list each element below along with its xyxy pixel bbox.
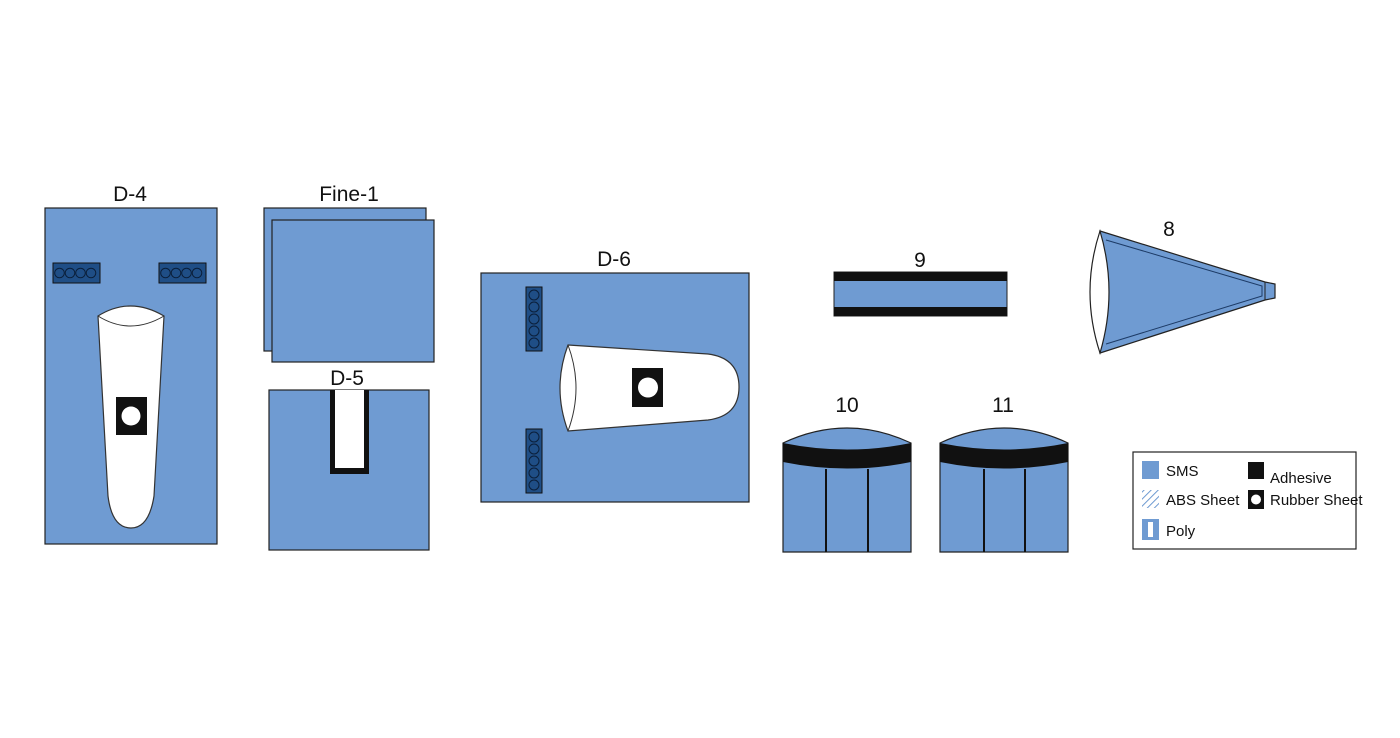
label-10: 10 xyxy=(835,394,858,417)
drape-11: 11 xyxy=(939,394,1069,553)
d4-fastener-left xyxy=(52,262,101,284)
legend-sms-swatch xyxy=(1142,461,1159,479)
d5-slit-opening xyxy=(335,390,364,468)
label-8: 8 xyxy=(1163,218,1175,241)
d6-fastener-bottom xyxy=(525,428,543,494)
d4-rubber-sheet-port xyxy=(121,406,141,426)
legend-rubber-port-icon xyxy=(1251,494,1261,505)
legend-poly-inner xyxy=(1148,522,1153,537)
legend-sms-label: SMS xyxy=(1166,463,1199,480)
drape-d4: D-4 xyxy=(44,183,218,545)
drape-d6: D-6 xyxy=(480,248,750,503)
drape-10: 10 xyxy=(782,394,912,553)
label-d5: D-5 xyxy=(330,367,364,390)
d4-fastener-right xyxy=(158,262,207,284)
drape-d5: D-5 xyxy=(268,367,430,551)
label-9: 9 xyxy=(914,249,926,272)
legend-box xyxy=(1132,451,1357,550)
legend-rubber-label: Rubber Sheet xyxy=(1270,492,1363,509)
d6-fastener-top xyxy=(525,286,543,352)
drape-9: 9 xyxy=(833,249,1008,317)
drape-8: 8 xyxy=(1089,218,1276,356)
legend-abs-label: ABS Sheet xyxy=(1166,492,1240,509)
drape9-adhesive-top xyxy=(834,272,1007,281)
legend-poly-label: Poly xyxy=(1166,523,1196,540)
label-d4: D-4 xyxy=(113,183,147,206)
legend: SMS ABS Sheet Poly Adhesive Rubber Sheet xyxy=(1132,451,1363,550)
drape9-adhesive-bottom xyxy=(834,307,1007,316)
legend-adhesive-swatch xyxy=(1248,462,1264,479)
label-d6: D-6 xyxy=(597,248,631,271)
drape8-sms-cone xyxy=(1099,230,1276,354)
drape8-poly-opening xyxy=(1089,228,1110,356)
legend-adhesive-label: Adhesive xyxy=(1270,470,1332,487)
legend-abs-swatch xyxy=(1142,490,1159,508)
label-fine1: Fine-1 xyxy=(319,183,379,206)
drape11-adhesive-band xyxy=(940,443,1068,469)
drape-fine1: Fine-1 xyxy=(263,183,435,363)
d6-rubber-sheet-port xyxy=(638,377,658,398)
drape10-adhesive-band xyxy=(783,443,911,469)
label-11: 11 xyxy=(992,394,1014,417)
fine1-front-sheet xyxy=(271,219,435,363)
